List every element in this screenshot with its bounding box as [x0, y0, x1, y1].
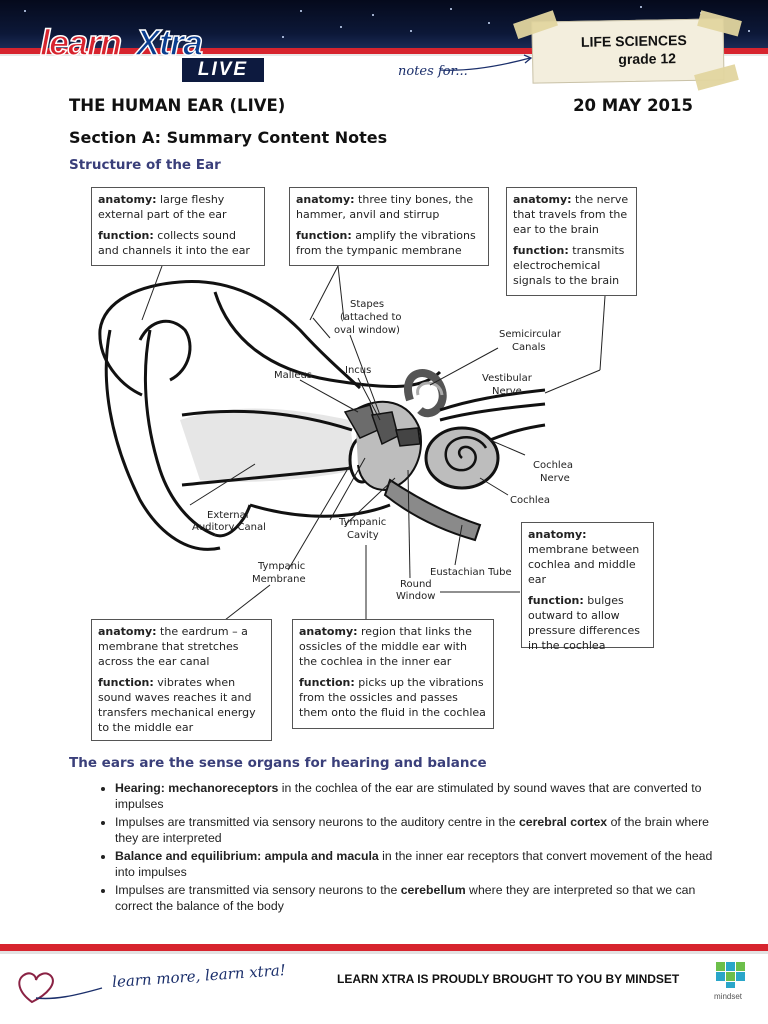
- pinna-inner: [138, 319, 192, 382]
- list-item: Balance and equilibrium: ampula and macu…: [115, 848, 727, 880]
- cochlea-nerve-shape: [489, 423, 546, 442]
- header-divider: [0, 54, 768, 56]
- label-eustachian-tube: Eustachian Tube: [430, 567, 512, 578]
- label-window: Window: [396, 591, 435, 602]
- label-cavity: Cavity: [347, 530, 379, 541]
- annotation-eardrum: anatomy: the eardrum – a membrane that s…: [91, 619, 272, 741]
- mindset-wordmark: mindset: [714, 992, 743, 1001]
- footer-divider: [0, 951, 768, 954]
- footer-text: LEARN XTRA IS PROUDLY BROUGHT TO YOU BY …: [337, 972, 680, 986]
- heart-icon: [18, 972, 103, 1004]
- bullet-list: Hearing: mechanoreceptors in the cochlea…: [93, 780, 727, 916]
- header-red-stripe: [0, 48, 768, 54]
- mindset-logo-icon: [716, 962, 745, 988]
- section-heading: Section A: Summary Content Notes: [69, 128, 388, 147]
- annotation-pinna: anatomy: large fleshy external part of t…: [91, 187, 265, 266]
- annotation-nerve: anatomy: the nerve that travels from the…: [506, 187, 637, 296]
- notes-for-text: notes for...: [398, 64, 468, 79]
- label-auditory-canal: Auditory Canal: [192, 522, 266, 533]
- label-stapes-3: oval window): [334, 325, 400, 336]
- list-item: Impulses are transmitted via sensory neu…: [115, 882, 727, 914]
- label-vestibular: Vestibular: [482, 373, 533, 384]
- label-vestibular-nerve: Nerve: [492, 386, 522, 397]
- annotation-round-window: anatomy: membrane between cochlea and mi…: [521, 522, 654, 652]
- stapes-shape: [395, 427, 421, 447]
- label-cochlea-nerve-2: Nerve: [540, 473, 570, 484]
- pinna-outline: [98, 280, 362, 397]
- logo-live-text: LIVE: [180, 56, 266, 84]
- skin-region: [180, 408, 355, 482]
- label-incus: Incus: [345, 365, 371, 376]
- ears-heading: The ears are the sense organs for hearin…: [69, 755, 487, 771]
- notes-arrow-icon: [439, 54, 533, 71]
- label-stapes: Stapes: [350, 299, 384, 310]
- footer-red-stripe: [0, 944, 768, 951]
- label-membrane: Membrane: [252, 574, 306, 585]
- label-tympanic-cavity: Tympanic: [338, 517, 386, 528]
- learnxtra-live-logo: learn Xtra LIVE: [39, 18, 270, 86]
- ear-canal-bottom: [181, 466, 353, 487]
- head-outline: [213, 291, 442, 389]
- label-tympanic-membrane: Tympanic: [257, 561, 305, 572]
- label-round: Round: [400, 579, 432, 590]
- label-external: External: [207, 510, 249, 521]
- ear-diagram: Stapes (attached to oval window) Malleus…: [98, 265, 606, 621]
- list-item: Impulses are transmitted via sensory neu…: [115, 814, 727, 846]
- label-cochlea-nerve: Cochlea: [533, 460, 573, 471]
- vestibular-nerve-shape: [439, 388, 546, 412]
- annotation-tympanic-cavity: anatomy: region that links the ossicles …: [292, 619, 494, 729]
- label-cochlea: Cochlea: [510, 495, 550, 506]
- label-stapes-2: (attached to: [340, 312, 402, 323]
- label-semicircular: Semicircular: [499, 329, 562, 340]
- list-item: Hearing: mechanoreceptors in the cochlea…: [115, 780, 727, 812]
- structure-heading: Structure of the Ear: [69, 157, 221, 173]
- document-date: 20 MAY 2015: [573, 96, 693, 115]
- semicircular-canals-shape: [404, 369, 447, 418]
- ear-canal-top: [181, 409, 353, 432]
- annotation-ossicles: anatomy: three tiny bones, the hammer, a…: [289, 187, 489, 266]
- document-title: THE HUMAN EAR (LIVE): [69, 96, 286, 115]
- label-canals: Canals: [512, 342, 546, 353]
- footer-slogan: learn more, learn xtra!: [111, 960, 287, 992]
- label-malleus: Malleus: [274, 370, 312, 381]
- logo-learn-text: learn: [39, 21, 123, 64]
